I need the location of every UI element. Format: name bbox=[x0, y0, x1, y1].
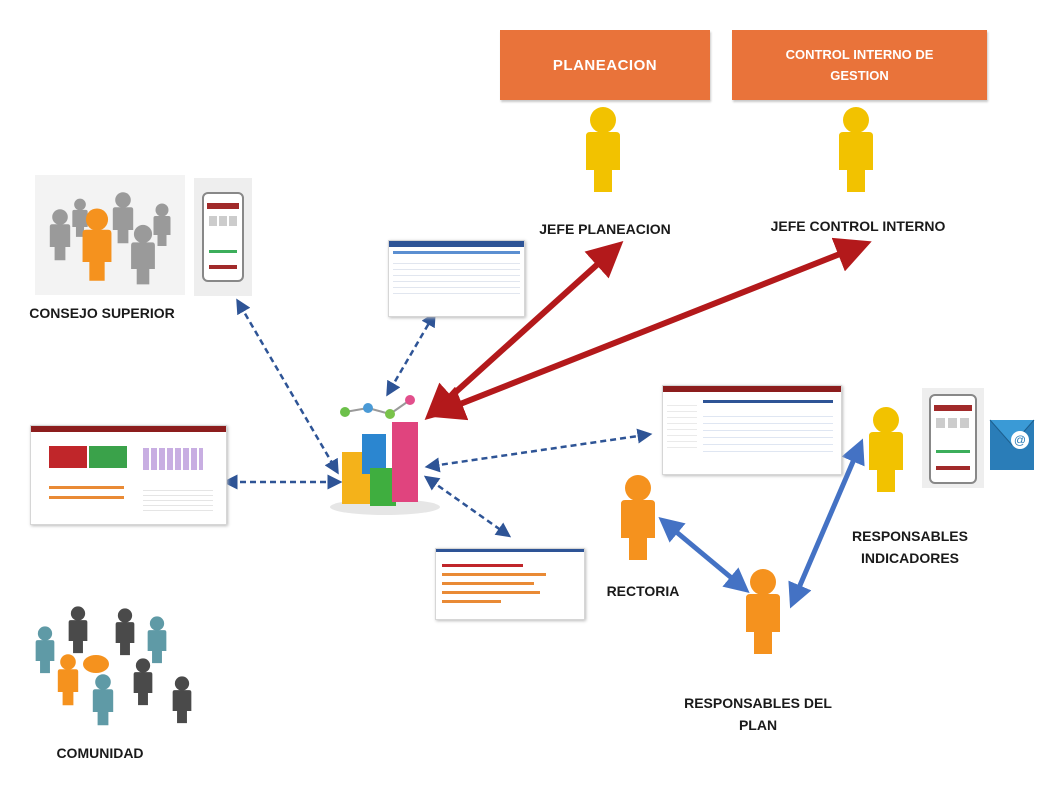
arrow-right-screen bbox=[424, 428, 653, 473]
svg-text:@: @ bbox=[1014, 433, 1026, 447]
jefe-control-person-icon bbox=[839, 107, 873, 192]
arrow-upper-screen bbox=[386, 311, 436, 397]
jefe-control-interno-label: JEFE CONTROL INTERNO bbox=[770, 218, 946, 234]
planeacion-box: PLANEACION bbox=[500, 30, 710, 100]
planeacion-label: PLANEACION bbox=[552, 56, 658, 74]
arrow-consejo bbox=[236, 298, 339, 475]
upper-screen-thumbnail bbox=[388, 240, 525, 317]
responsables-plan-label: RESPONSABLES DEL PLAN bbox=[684, 695, 832, 733]
jefe-planeacion-person-icon bbox=[586, 107, 620, 192]
rectoria-person-icon bbox=[621, 475, 655, 560]
comunidad-group-icon bbox=[35, 606, 192, 726]
right-screen-thumbnail bbox=[662, 385, 842, 475]
phone-icon bbox=[194, 178, 252, 296]
mail-icon: @ bbox=[989, 419, 1035, 470]
arrow-jefe-control bbox=[428, 237, 872, 421]
dashed-arrows bbox=[222, 298, 653, 538]
blue-arrows bbox=[658, 438, 865, 609]
comunidad-label: COMUNIDAD bbox=[56, 745, 144, 761]
chart-icon bbox=[330, 395, 440, 515]
consejo-superior-label: CONSEJO SUPERIOR bbox=[29, 305, 175, 321]
responsables-indicadores-person-icon bbox=[869, 407, 903, 492]
arrow-lower-screen bbox=[423, 475, 512, 538]
phone-icon bbox=[922, 388, 984, 488]
control-interno-label: CONTROL INTERNO DE GESTION bbox=[785, 47, 934, 83]
rectoria-label: RECTORIA bbox=[606, 583, 680, 599]
dashboard-thumbnail bbox=[30, 425, 227, 525]
consejo-group-icon bbox=[35, 175, 185, 295]
lower-screen-thumbnail bbox=[435, 548, 585, 620]
responsables-indicadores-label: RESPONSABLES INDICADORES bbox=[852, 528, 968, 566]
red-arrows bbox=[424, 237, 872, 421]
control-interno-box: CONTROL INTERNO DE GESTION bbox=[732, 30, 987, 100]
arrow-rectoria-plan bbox=[658, 516, 750, 594]
arrow-plan-indicadores bbox=[788, 438, 865, 609]
jefe-planeacion-label: JEFE PLANEACION bbox=[539, 221, 671, 237]
responsables-plan-person-icon bbox=[746, 569, 780, 654]
